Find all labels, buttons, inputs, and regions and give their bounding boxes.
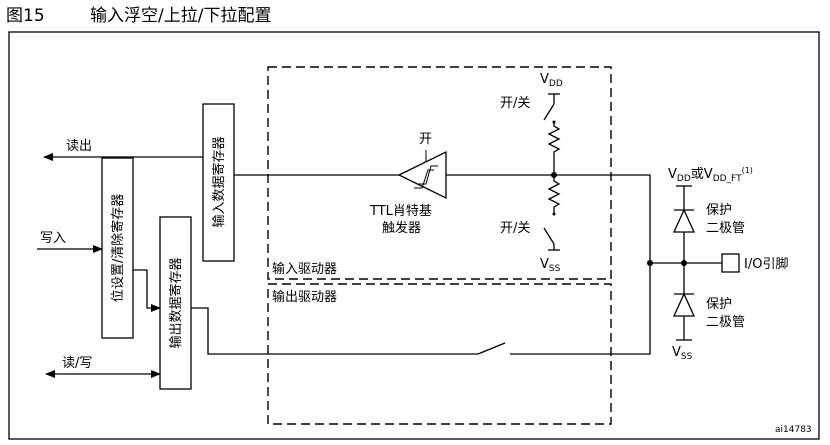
figure-heading: 图15 输入浮空/上拉/下拉配置: [6, 4, 271, 28]
vdd-or-vddft-label: VDD或VDD_FT(1): [668, 166, 753, 184]
output-to-pin-line: [510, 263, 651, 355]
top-protection-diode-icon: [672, 208, 696, 233]
schmitt-trigger-icon: [397, 150, 447, 200]
node-to-pin-line: [554, 174, 651, 263]
bottom-diode-label-line2: 二极管: [706, 315, 745, 330]
output-signal-line: [191, 307, 478, 355]
pulldown-switch-icon: [543, 227, 555, 245]
figure-title: 输入浮空/上拉/下拉配置: [90, 6, 272, 26]
write-in-label: 写入: [40, 231, 66, 246]
bit-set-reset-register-label: 位设置/清除寄存器: [110, 194, 126, 302]
vss-label: VSS: [540, 257, 561, 274]
io-pin-label: I/O引脚: [744, 256, 788, 272]
output-driver-label: 输出驱动器: [272, 289, 337, 305]
top-diode-label-line1: 保护: [706, 203, 732, 218]
bottom-diode-label-line1: 保护: [706, 297, 732, 312]
read-out-label: 读出: [66, 139, 92, 154]
output-switch-icon: [477, 342, 506, 355]
pullup-resistor-icon: [547, 122, 561, 175]
ttl-schmitt-label-line1: TTL肖特基: [369, 204, 432, 219]
pulldown-resistor-icon: [547, 175, 561, 214]
input-data-register-box: [202, 103, 235, 262]
bottom-protection-diode-icon: [672, 292, 696, 317]
hysteresis-icon: [417, 165, 438, 185]
bsrr-to-odr-arrow: [133, 269, 161, 312]
figure-code: ai14783: [775, 425, 812, 435]
ttl-schmitt-label-line2: 触发器: [382, 220, 421, 236]
input-driver-label: 输入驱动器: [272, 261, 337, 277]
figure-number: 图15: [6, 6, 45, 26]
output-data-register-label: 输出数据寄存器: [168, 257, 184, 348]
pulldown-switch-contact: [552, 212, 556, 216]
vss-right-label: VSS: [672, 345, 693, 362]
diagram-frame: [8, 31, 820, 440]
schmitt-on-label: 开: [419, 132, 432, 147]
pullup-on-off-label: 开/关: [500, 96, 530, 111]
pullup-switch-icon: [543, 103, 555, 121]
input-data-register-label: 输入数据寄存器: [211, 136, 227, 227]
input-driver-box: [267, 66, 612, 280]
vdd-top-label: VDD: [540, 72, 563, 89]
io-pin-box: [721, 253, 740, 273]
output-data-register-box: [159, 216, 192, 390]
hysteresis-icon-inner: [414, 169, 434, 189]
read-write-label: 读/写: [62, 356, 92, 371]
pulldown-on-off-label: 开/关: [500, 221, 530, 236]
top-diode-label-line2: 二极管: [706, 221, 745, 236]
